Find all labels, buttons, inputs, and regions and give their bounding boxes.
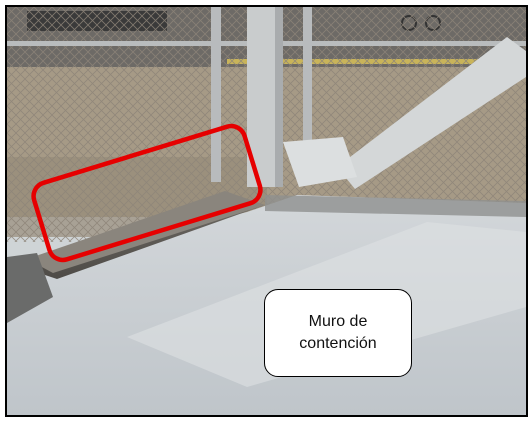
retaining-wall-photo: [7, 7, 526, 415]
callout-label: Muro de contención: [264, 289, 412, 377]
fence-posts-left: [211, 7, 221, 182]
highlight-box: [31, 123, 263, 263]
steel-column-shadow: [275, 7, 283, 187]
photo-frame: Muro de contención: [5, 5, 528, 417]
left-wall-end: [7, 253, 53, 323]
callout-line-2: contención: [299, 335, 377, 352]
retaining-wall-right: [265, 195, 526, 217]
brace-connector: [283, 137, 357, 187]
fence-post-right: [303, 7, 312, 177]
callout-line-1: Muro de: [308, 313, 368, 330]
diagonal-brace: [337, 37, 526, 189]
